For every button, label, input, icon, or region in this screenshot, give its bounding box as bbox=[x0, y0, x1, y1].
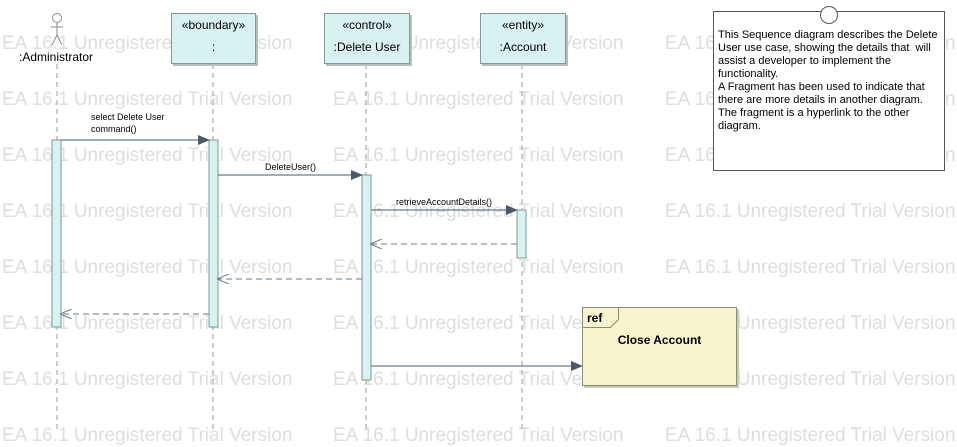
message-label-line2: command() bbox=[91, 124, 137, 134]
ref-fragment[interactable]: ref Close Account bbox=[582, 307, 737, 386]
activation-entity bbox=[516, 209, 527, 259]
lifeline-name: :Delete User bbox=[333, 40, 401, 54]
note-text: This Sequence diagram describes the Dele… bbox=[718, 29, 938, 132]
fragment-operator: ref bbox=[587, 311, 603, 325]
actor-icon bbox=[51, 13, 63, 46]
activation-boundary bbox=[208, 139, 219, 328]
diagram-canvas bbox=[51, 13, 583, 430]
message-label-line1: select Delete User bbox=[91, 112, 165, 122]
note-pin-icon bbox=[820, 6, 838, 24]
message-label: retrieveAccountDetails() bbox=[396, 197, 493, 207]
lifeline-control-box[interactable]: «control» :Delete User bbox=[324, 13, 410, 64]
lifeline-name: :Account bbox=[499, 40, 547, 54]
stereotype-label: «control» bbox=[342, 18, 392, 32]
activation-control bbox=[361, 174, 372, 381]
fragment-tag-outline bbox=[582, 307, 619, 328]
lifeline-name: : bbox=[211, 40, 216, 54]
actor-administrator-label: :Administrator bbox=[19, 50, 94, 64]
stereotype-label: «entity» bbox=[501, 18, 545, 32]
message-label: DeleteUser() bbox=[265, 162, 317, 172]
stereotype-label: «boundary» bbox=[181, 18, 246, 32]
diagram-note[interactable]: This Sequence diagram describes the Dele… bbox=[713, 11, 945, 171]
fragment-title: Close Account bbox=[617, 333, 702, 347]
lifeline-entity-box[interactable]: «entity» :Account bbox=[480, 13, 566, 64]
activation-administrator bbox=[51, 139, 62, 328]
lifeline-boundary-box[interactable]: «boundary» : bbox=[171, 13, 256, 64]
